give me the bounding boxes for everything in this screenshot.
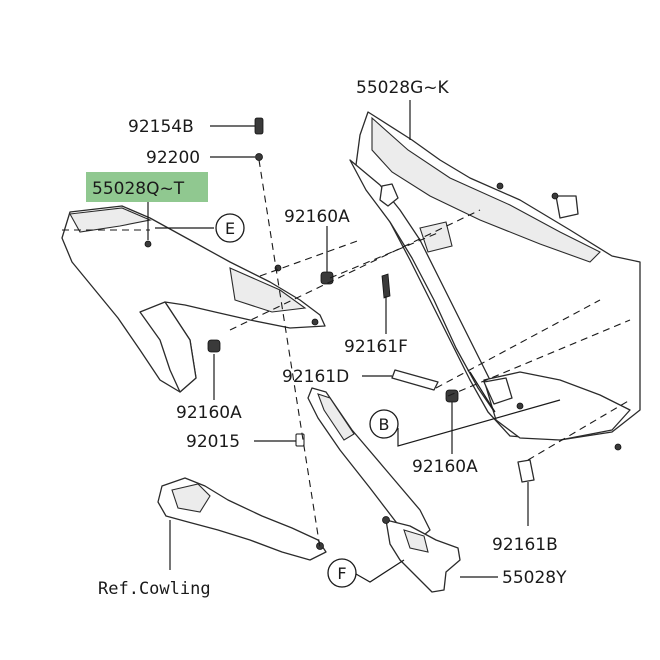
label-92160a-top: 92160A — [284, 207, 350, 227]
label-55028y: 55028Y — [502, 568, 567, 588]
label-92161d: 92161D — [282, 367, 349, 387]
svg-text:E: E — [225, 219, 235, 238]
strip-92161d — [391, 369, 439, 391]
callout-f: F — [327, 558, 357, 588]
svg-text:F: F — [337, 564, 346, 583]
svg-text:B: B — [379, 415, 390, 434]
bracket-55028y — [382, 516, 461, 593]
side-cover-left — [61, 205, 326, 393]
label-92200: 92200 — [146, 148, 200, 168]
callout-e: E — [215, 213, 245, 243]
label-92160a-left: 92160A — [176, 403, 242, 423]
hardware — [207, 117, 459, 447]
label-92015: 92015 — [186, 432, 240, 452]
callout-b: B — [369, 409, 399, 439]
label-92161b: 92161B — [492, 535, 558, 555]
label-92154b: 92154B — [128, 117, 194, 137]
label-92161f: 92161F — [344, 337, 408, 357]
strip-92161b — [517, 459, 535, 483]
label-92160a-mid: 92160A — [412, 457, 478, 477]
highlight-box — [86, 172, 208, 202]
label-55028qt: 55028Q~T — [92, 179, 185, 199]
assembly-lines — [62, 159, 631, 549]
label-55028gk: 55028G~K — [356, 78, 449, 98]
leader-lines — [147, 100, 561, 583]
label-ref-cowling: Ref.Cowling — [98, 579, 211, 599]
lower-cowling — [157, 477, 327, 561]
side-cover-right — [349, 111, 641, 451]
